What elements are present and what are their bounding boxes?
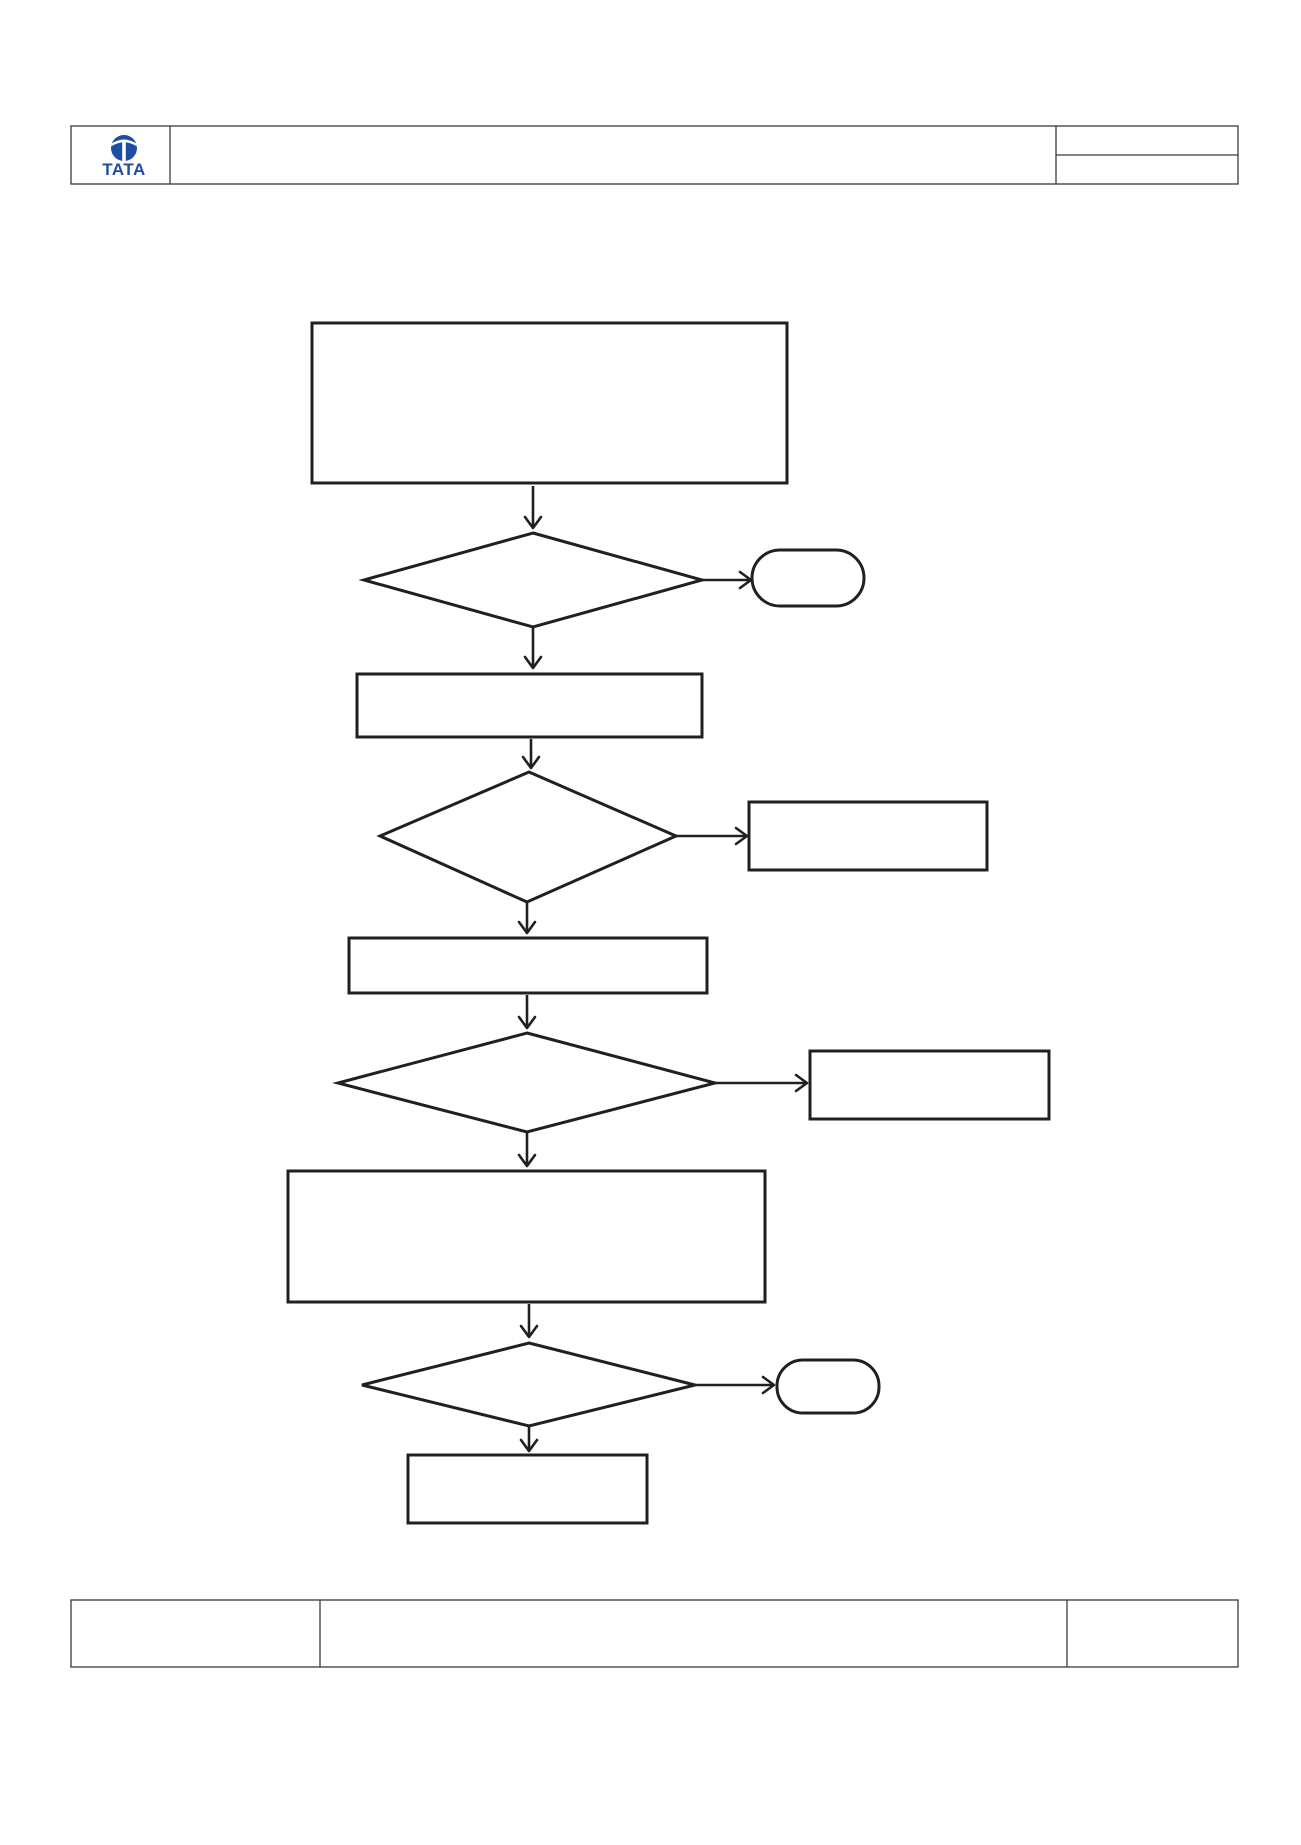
arrow-process2-to-decision2 <box>521 739 541 770</box>
decision-1 <box>358 531 708 629</box>
decision-2 <box>376 770 680 904</box>
arrow-process4-to-decision4 <box>519 1304 539 1339</box>
tata-logo-text: TATA <box>102 160 146 179</box>
process-box-1 <box>310 321 789 485</box>
decision-4 <box>361 1341 696 1428</box>
terminal-2 <box>775 1358 881 1415</box>
side-box-2 <box>808 1049 1051 1121</box>
arrow-process1-to-decision1 <box>523 486 543 530</box>
arrow-decision4-to-process5 <box>519 1426 539 1453</box>
footer-table <box>70 1599 1239 1668</box>
side-box-1 <box>747 800 989 872</box>
footer-frame <box>70 1599 1239 1668</box>
tata-logo: TATA <box>102 135 146 179</box>
arrow-decision1-to-terminal1 <box>702 570 753 590</box>
process-box-3 <box>347 936 709 995</box>
process-box-5 <box>406 1453 649 1525</box>
arrow-decision3-to-sidebox2 <box>715 1073 809 1093</box>
arrow-decision4-to-terminal2 <box>695 1375 776 1395</box>
arrow-decision2-to-sidebox1 <box>676 826 749 846</box>
header-table: TATA <box>70 125 1239 185</box>
arrow-decision1-to-process2 <box>523 627 543 670</box>
flowchart <box>286 321 1051 1525</box>
arrow-decision3-to-process4 <box>517 1132 537 1168</box>
decision-3 <box>332 1031 721 1134</box>
process-box-4 <box>286 1169 767 1304</box>
arrow-process3-to-decision3 <box>517 995 537 1030</box>
terminal-1 <box>750 548 866 608</box>
process-box-2 <box>355 672 704 739</box>
arrow-decision2-to-process3 <box>517 902 537 935</box>
